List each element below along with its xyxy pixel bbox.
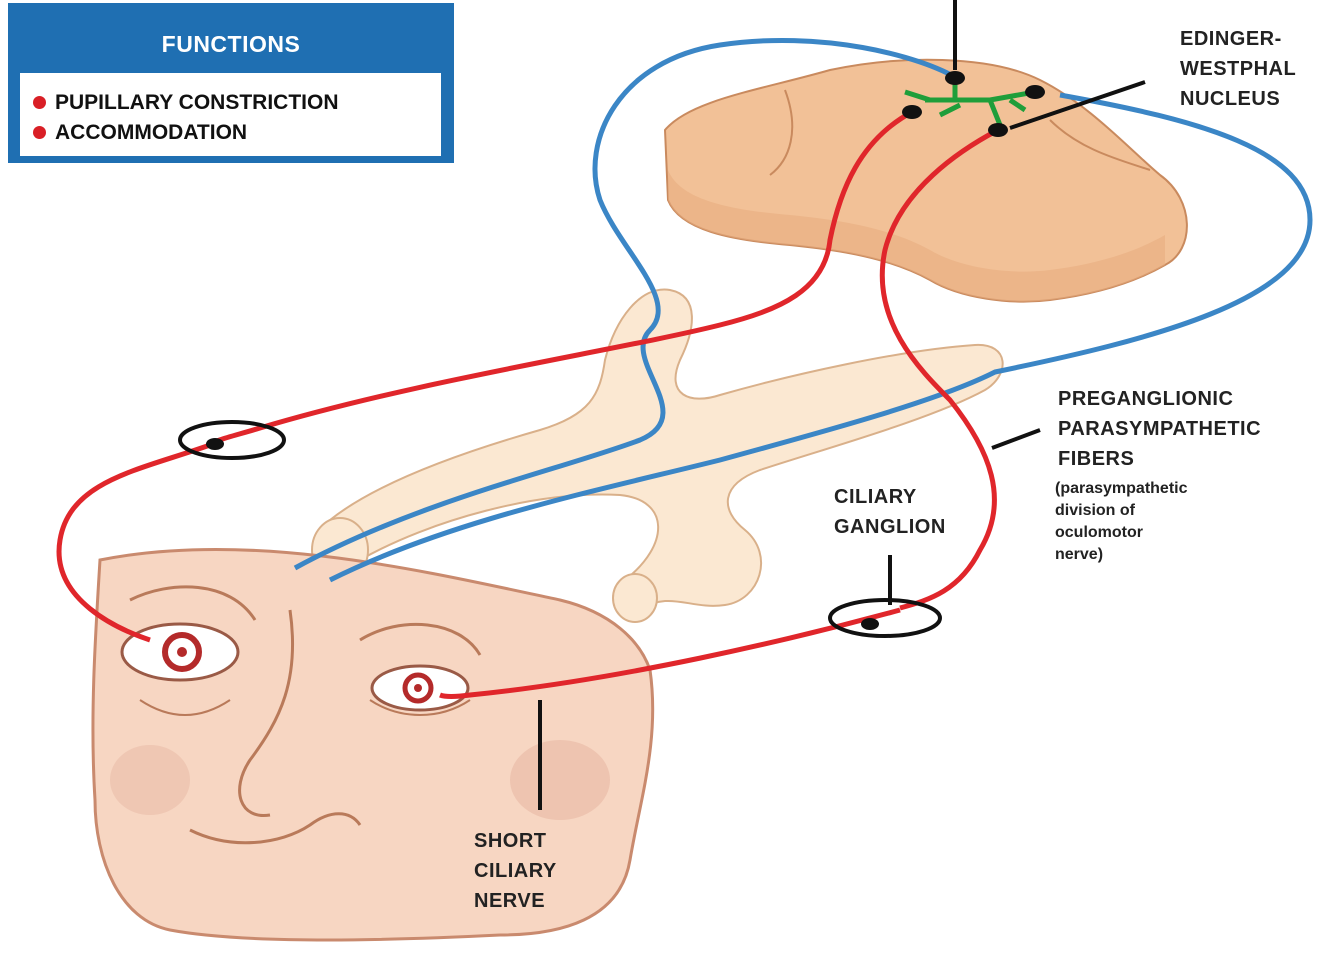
short-ciliary-nerve-label: SHORT CILIARY NERVE bbox=[474, 826, 557, 916]
edinger-westphal-label: EDINGER- WESTPHAL NUCLEUS bbox=[1180, 24, 1296, 114]
legend-list: PUPILLARY CONSTRICTION ACCOMMODATION bbox=[20, 73, 441, 156]
red-dot-icon bbox=[33, 96, 46, 109]
legend-item: PUPILLARY CONSTRICTION bbox=[55, 91, 339, 115]
legend-title: FUNCTIONS bbox=[8, 31, 454, 58]
red-dot-icon bbox=[33, 126, 46, 139]
ciliary-ganglion-ring bbox=[830, 600, 940, 636]
ganglion-near-face bbox=[180, 422, 284, 458]
preganglionic-note: (parasympathetic division of oculomotor … bbox=[1055, 478, 1188, 566]
face bbox=[93, 549, 653, 940]
functions-legend: FUNCTIONS PUPILLARY CONSTRICTION ACCOMMO… bbox=[8, 3, 454, 163]
ciliary-ganglion-label: CILIARY GANGLION bbox=[834, 482, 946, 542]
legend-item: ACCOMMODATION bbox=[55, 121, 247, 145]
preganglionic-label: PREGANGLIONIC PARASYMPATHETIC FIBERS bbox=[1058, 384, 1261, 474]
